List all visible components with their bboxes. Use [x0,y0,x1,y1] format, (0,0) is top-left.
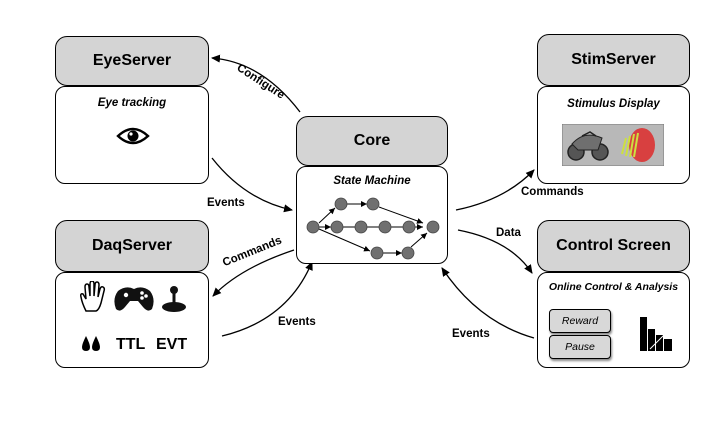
daqserver-header: DaqServer [55,220,209,272]
pause-button[interactable]: Pause [549,335,611,359]
control-screen-header: Control Screen [537,220,690,272]
core-subtitle: State Machine [333,175,411,187]
data-arrow [457,229,533,274]
control-screen-panel: Online Control & Analysis Reward Pause [537,272,690,368]
commands-stim-label: Commands [521,186,584,198]
hand-icon [80,281,106,312]
events-daq-arrow [221,261,313,337]
evt-label: EVT [156,336,188,353]
stimserver-title: StimServer [571,51,656,68]
stimulus-image [562,124,664,166]
commands-daq-arrow [212,249,295,297]
core-header: Core [296,116,448,166]
core-title: Core [353,132,391,149]
reward-button[interactable]: Reward [549,309,611,333]
histogram-icon [640,317,672,351]
commands-stim-arrow [455,169,535,211]
events-daq-label: Events [278,316,316,328]
eyeserver-header: EyeServer [55,36,209,86]
eyeserver-title: EyeServer [92,52,172,69]
events-eye-arrow [211,157,293,213]
events-eye-label: Events [207,197,245,209]
eyeserver-subtitle: Eye tracking [97,97,167,109]
daqserver-title: DaqServer [91,237,173,254]
configure-arrow [211,54,301,113]
control-screen-subtitle: Online Control & Analysis [548,281,679,293]
state-machine-graph [306,197,440,260]
stimserver-header: StimServer [537,34,690,86]
joystick-icon [162,286,186,312]
eyeserver-panel: Eye tracking [55,86,209,184]
core-panel: State Machine [296,166,448,264]
drops-icon [82,336,100,351]
events-control-label: Events [452,328,490,340]
daqserver-panel: TTL EVT [55,272,209,368]
stimserver-panel: Stimulus Display [537,86,690,184]
gamepad-icon [114,287,154,311]
ttl-label: TTL [116,336,146,353]
control-screen-title: Control Screen [556,237,671,254]
data-label: Data [496,227,521,239]
eye-icon [116,127,150,145]
stimserver-subtitle: Stimulus Display [567,98,660,110]
events-control-arrow [441,267,535,339]
